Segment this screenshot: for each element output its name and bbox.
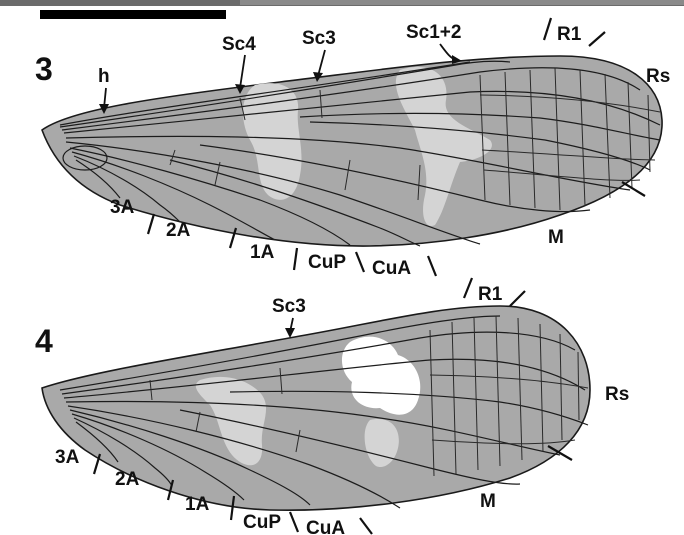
label-3-r1: R1: [557, 24, 582, 45]
tick-3-cua: [428, 256, 436, 276]
tick-4-r1-left: [464, 278, 472, 298]
label-3-sc4: Sc4: [222, 34, 256, 55]
label-3-2a: 2A: [166, 220, 191, 241]
label-4-rs: Rs: [605, 384, 629, 405]
label-3-sc12: Sc1+2: [406, 22, 461, 43]
figure-4-number: 4: [35, 323, 53, 359]
tick-4-cua: [360, 518, 372, 534]
arrow-3-sc4: [240, 55, 245, 88]
label-3-sc3: Sc3: [302, 28, 336, 49]
label-3-1a: 1A: [250, 242, 275, 263]
wing-3: [42, 56, 662, 246]
label-4-sc3: Sc3: [272, 296, 306, 317]
tick-3-r1-left: [544, 18, 551, 40]
label-4-2a: 2A: [115, 469, 140, 490]
label-4-3a: 3A: [55, 447, 80, 468]
label-4-cua: CuA: [306, 518, 345, 535]
label-3-cup: CuP: [308, 252, 346, 273]
label-3-3a: 3A: [110, 197, 135, 218]
tick-3-cup: [356, 252, 364, 272]
label-3-m: M: [548, 227, 564, 248]
label-3-cua: CuA: [372, 258, 411, 279]
label-4-1a: 1A: [185, 494, 210, 515]
figure-3-number: 3: [35, 51, 53, 87]
tick-3-r1-right: [589, 32, 605, 46]
tick-4-cup: [290, 512, 298, 532]
label-4-cup: CuP: [243, 512, 281, 533]
tick-4-r1-right: [510, 291, 525, 306]
label-4-r1: R1: [478, 284, 503, 305]
tick-3-3a: [148, 214, 154, 234]
arrow-3-sc3: [318, 50, 325, 76]
label-4-m: M: [480, 491, 496, 512]
scale-bar: [40, 10, 226, 19]
label-3-rs: Rs: [646, 66, 670, 87]
label-3-h: h: [98, 66, 110, 87]
tick-3-1a: [294, 248, 297, 270]
photo-strip-texture: [240, 0, 684, 5]
